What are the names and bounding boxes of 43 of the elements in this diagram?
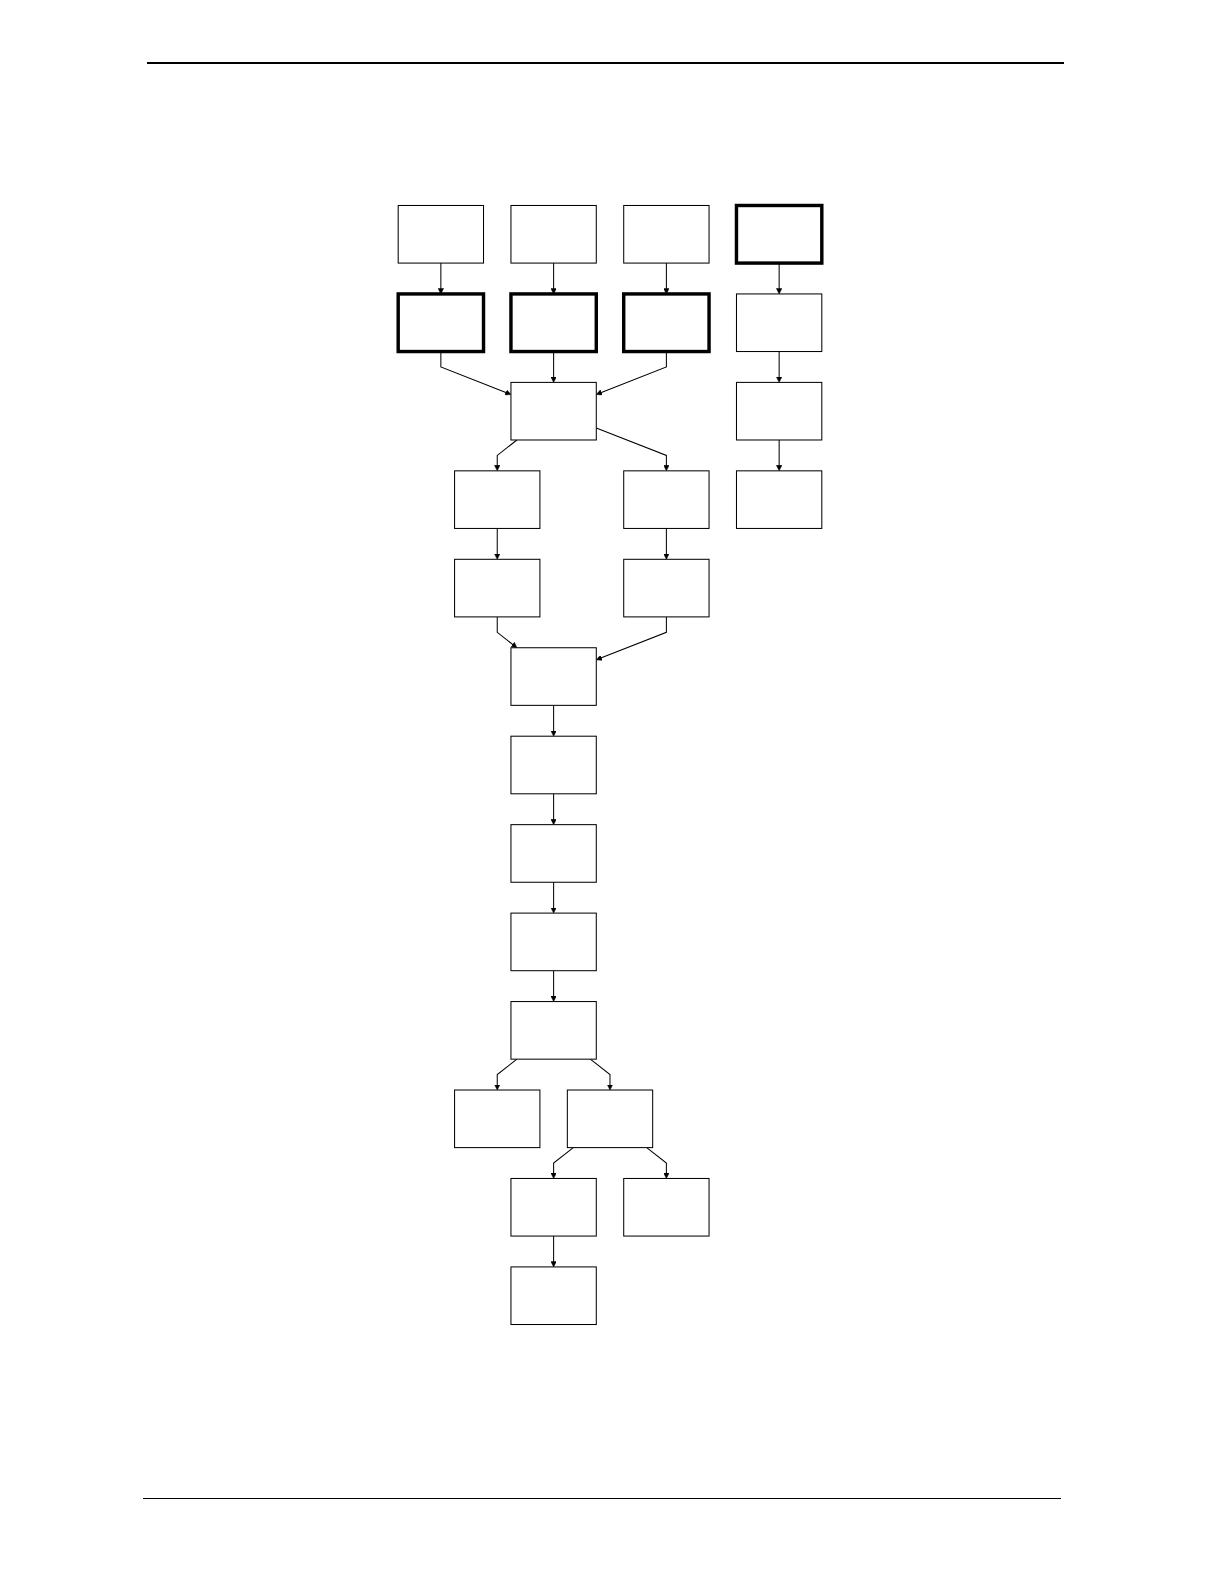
node-box	[396, 292, 486, 354]
node-box	[566, 1089, 654, 1149]
arrow	[550, 881, 557, 914]
node-box	[454, 470, 541, 529]
node-box	[622, 292, 711, 354]
arrow	[494, 527, 501, 560]
arrow	[550, 793, 557, 825]
node-box	[735, 381, 823, 441]
node-box	[510, 1266, 597, 1326]
node-box	[510, 735, 597, 795]
node-box	[735, 293, 823, 353]
node-box	[734, 203, 824, 265]
node-box	[510, 824, 597, 883]
arrow	[596, 616, 667, 661]
arrow	[496, 616, 518, 648]
arrow	[494, 439, 518, 472]
node-box	[510, 381, 597, 441]
arrow	[663, 527, 670, 560]
arrow	[776, 439, 783, 472]
arrow	[550, 351, 557, 383]
node-box	[623, 1177, 710, 1237]
node-box	[623, 204, 710, 264]
node-box	[397, 204, 485, 264]
arrow	[550, 1147, 574, 1179]
node-box	[509, 292, 598, 354]
node-box	[510, 647, 597, 706]
node-box	[623, 470, 710, 529]
arrow	[646, 1147, 670, 1179]
node-box	[623, 558, 710, 618]
node-box	[510, 204, 597, 264]
node-box	[454, 558, 541, 618]
node-box	[510, 912, 597, 972]
node-box	[454, 1089, 541, 1149]
arrow	[550, 1235, 557, 1268]
node-box	[735, 470, 823, 529]
arrow	[596, 351, 667, 396]
arrow	[550, 970, 557, 1002]
arrow	[550, 704, 557, 737]
node-box	[510, 1001, 597, 1060]
arrow	[494, 1058, 518, 1091]
arrow	[776, 351, 783, 383]
arrow	[589, 1058, 613, 1091]
node-box	[510, 1177, 597, 1237]
